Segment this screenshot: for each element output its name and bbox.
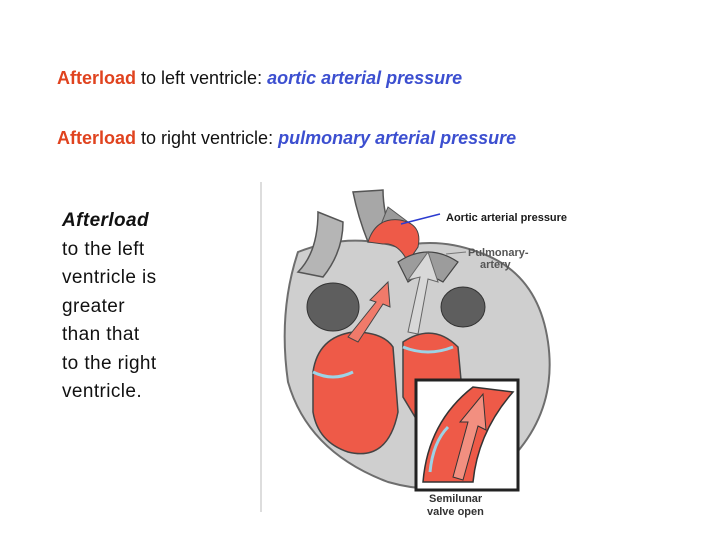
left-ventricle xyxy=(312,331,399,455)
pulmonary-label: Pulmonary- xyxy=(468,247,529,259)
pulmonary-pointer-line xyxy=(445,251,467,255)
left-atrium xyxy=(306,282,360,332)
inset-arrow xyxy=(452,392,487,481)
inset-valve-edge xyxy=(428,425,450,473)
valve-open-label: valve open xyxy=(427,506,484,518)
afterload-right-line: Afterload to right ventricle: pulmonary … xyxy=(57,128,516,149)
line-text: to left ventricle: xyxy=(136,68,268,88)
red-arrow xyxy=(347,280,391,343)
aortic-pressure-label: Aortic arterial pressure xyxy=(446,212,568,224)
figure-border xyxy=(260,182,262,512)
artery-label: artery xyxy=(480,259,511,271)
note-line: ventricle is xyxy=(62,267,157,288)
afterload-left-line: Afterload to left ventricle: aortic arte… xyxy=(57,68,462,89)
semilunar-label: Semilunar xyxy=(429,493,483,505)
heart-diagram-svg: Pulmonary- artery Semilunar valve open xyxy=(260,182,551,518)
afterload-keyword: Afterload xyxy=(57,128,137,148)
line-text: to right ventricle: xyxy=(136,128,279,148)
note-line: to the right xyxy=(62,352,157,374)
valve-edge xyxy=(312,370,354,379)
right-atrium xyxy=(440,286,486,328)
note-line: than that xyxy=(62,324,140,345)
heart-illustration: Pulmonary- artery Semilunar valve open xyxy=(258,182,618,522)
note-line: to the left xyxy=(62,238,145,260)
afterload-note: Afterload to the left ventricle is great… xyxy=(62,207,212,407)
aortic-flow xyxy=(367,219,420,263)
gray-arrow xyxy=(406,250,439,335)
afterload-keyword: Afterload xyxy=(57,68,137,88)
valve-edge xyxy=(402,345,454,354)
note-keyword: Afterload xyxy=(62,210,149,231)
note-line: greater xyxy=(62,295,126,317)
note-line: ventricle. xyxy=(62,381,143,402)
aortic-pointer-line xyxy=(400,213,441,225)
pulmonary-pressure-highlight: pulmonary arterial pressure xyxy=(278,128,517,148)
aortic-pressure-highlight: aortic arterial pressure xyxy=(267,68,463,88)
vena-cava xyxy=(296,210,344,278)
